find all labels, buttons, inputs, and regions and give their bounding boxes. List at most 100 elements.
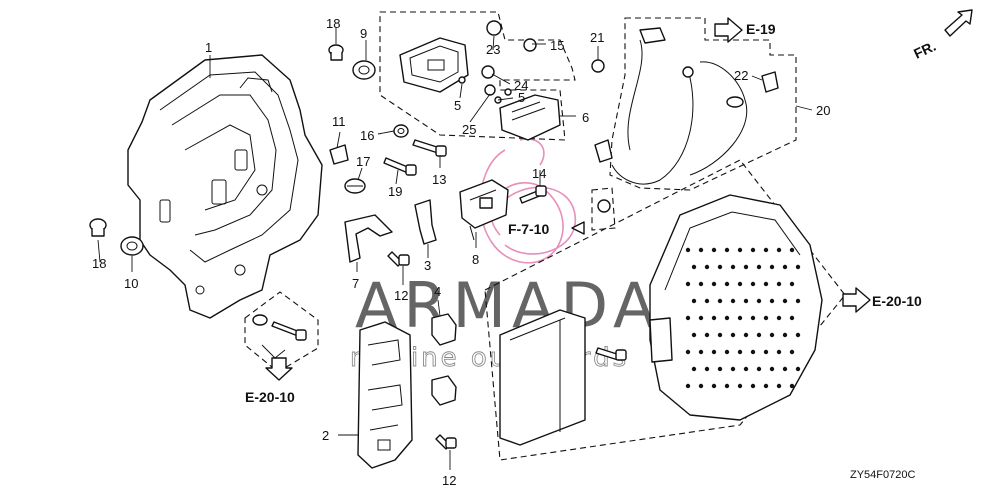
callout-23[interactable]: 23 — [486, 42, 500, 57]
callout-10[interactable]: 10 — [124, 276, 138, 291]
callout-20[interactable]: 20 — [816, 103, 830, 118]
callout-14[interactable]: 14 — [532, 166, 546, 181]
ref-e19[interactable]: E-19 — [746, 21, 776, 37]
perforation-hole — [776, 315, 782, 321]
perforation-hole — [750, 247, 756, 253]
perforation-hole — [717, 298, 723, 304]
front-direction-label: FR. — [911, 38, 938, 62]
part-17-clamp — [344, 178, 366, 194]
leader-e2010-bottom — [261, 344, 286, 359]
perforation-hole — [776, 349, 782, 355]
callout-19[interactable]: 19 — [388, 184, 402, 199]
perforation-hole — [711, 281, 717, 287]
perforation-hole — [711, 383, 717, 389]
perforation-hole — [789, 349, 795, 355]
watermark-brand: ARMADA — [355, 269, 661, 342]
perforation-hole — [704, 332, 710, 338]
perforation-hole — [730, 298, 736, 304]
callout-18-upper[interactable]: 18 — [326, 16, 340, 31]
callout-9[interactable]: 9 — [360, 26, 367, 41]
perforation-hole — [743, 332, 749, 338]
callout-15[interactable]: 15 — [550, 38, 564, 53]
perforation-hole — [789, 281, 795, 287]
ref-f710[interactable]: F-7-10 — [508, 221, 549, 237]
perforation-hole — [769, 298, 775, 304]
callout-16[interactable]: 16 — [360, 128, 374, 143]
part-19-bolt — [383, 157, 417, 176]
perforation-hole — [795, 298, 801, 304]
perforation-hole — [717, 366, 723, 372]
part-12-bolt-lower — [435, 434, 457, 450]
callout-8[interactable]: 8 — [472, 252, 479, 267]
perforation-hole — [685, 349, 691, 355]
part-16-washer — [393, 124, 409, 138]
perforation-hole — [704, 298, 710, 304]
perforation-hole — [776, 247, 782, 253]
ref-e2010-bottom[interactable]: E-20-10 — [245, 389, 295, 405]
perforation-hole — [769, 366, 775, 372]
perforation-hole — [795, 366, 801, 372]
part-18-grommet-lower — [89, 218, 107, 237]
perforation-hole — [763, 315, 769, 321]
part-6-fuse-box — [499, 94, 561, 141]
callout-11[interactable]: 11 — [332, 114, 346, 129]
part-12-bolt-upper — [387, 251, 410, 267]
cover-perforations — [685, 247, 801, 389]
callout-13[interactable]: 13 — [432, 172, 446, 187]
perforation-hole — [711, 247, 717, 253]
perforation-hole — [685, 247, 691, 253]
callout-24[interactable]: 24 — [514, 78, 528, 93]
perforation-hole — [769, 264, 775, 270]
perforation-hole — [737, 247, 743, 253]
part-20-cables — [594, 27, 748, 185]
callout-18-lower[interactable]: 18 — [92, 256, 106, 271]
perforation-hole — [685, 315, 691, 321]
callout-5-right[interactable]: 5 — [518, 90, 525, 105]
callout-3[interactable]: 3 — [424, 258, 431, 273]
callout-5-left[interactable]: 5 — [454, 98, 461, 113]
callout-12-lower[interactable]: 12 — [442, 473, 456, 488]
perforation-hole — [756, 366, 762, 372]
perforation-hole — [698, 281, 704, 287]
part-21-nut — [591, 59, 605, 73]
part-14-bolt — [519, 185, 547, 204]
washer-and-bolt — [252, 314, 307, 341]
callout-22[interactable]: 22 — [734, 68, 748, 83]
ref-e2010-right[interactable]: E-20-10 — [872, 293, 922, 309]
perforation-hole — [789, 383, 795, 389]
perforation-hole — [750, 315, 756, 321]
perforation-hole — [743, 298, 749, 304]
callout-25[interactable]: 25 — [462, 122, 476, 137]
part-22-clip — [761, 71, 779, 93]
part-10-grommet — [120, 236, 144, 256]
diagram-code: ZY54F0720C — [850, 469, 915, 481]
part-2-bracket — [357, 321, 413, 469]
perforation-hole — [789, 315, 795, 321]
perforation-hole — [743, 366, 749, 372]
control-module — [499, 309, 586, 446]
perforation-hole — [724, 349, 730, 355]
callout-2[interactable]: 2 — [322, 428, 329, 443]
callout-17[interactable]: 17 — [356, 154, 370, 169]
part-8-relay — [459, 179, 509, 241]
callout-4[interactable]: 4 — [434, 284, 441, 299]
perforation-hole — [711, 315, 717, 321]
callout-7[interactable]: 7 — [352, 276, 359, 291]
perforation-hole — [795, 264, 801, 270]
leader-lines — [97, 28, 813, 470]
perforation-hole — [782, 366, 788, 372]
perforation-hole — [704, 366, 710, 372]
perforation-hole — [730, 366, 736, 372]
perforation-hole — [698, 349, 704, 355]
callout-6[interactable]: 6 — [582, 110, 589, 125]
perforation-hole — [750, 349, 756, 355]
perforation-hole — [737, 349, 743, 355]
perforation-hole — [756, 264, 762, 270]
perforation-hole — [698, 383, 704, 389]
callout-12-upper[interactable]: 12 — [394, 288, 408, 303]
perforation-hole — [750, 281, 756, 287]
callout-21[interactable]: 21 — [590, 30, 604, 45]
front-direction-marker: FR. — [911, 9, 973, 62]
callout-1[interactable]: 1 — [205, 40, 212, 55]
